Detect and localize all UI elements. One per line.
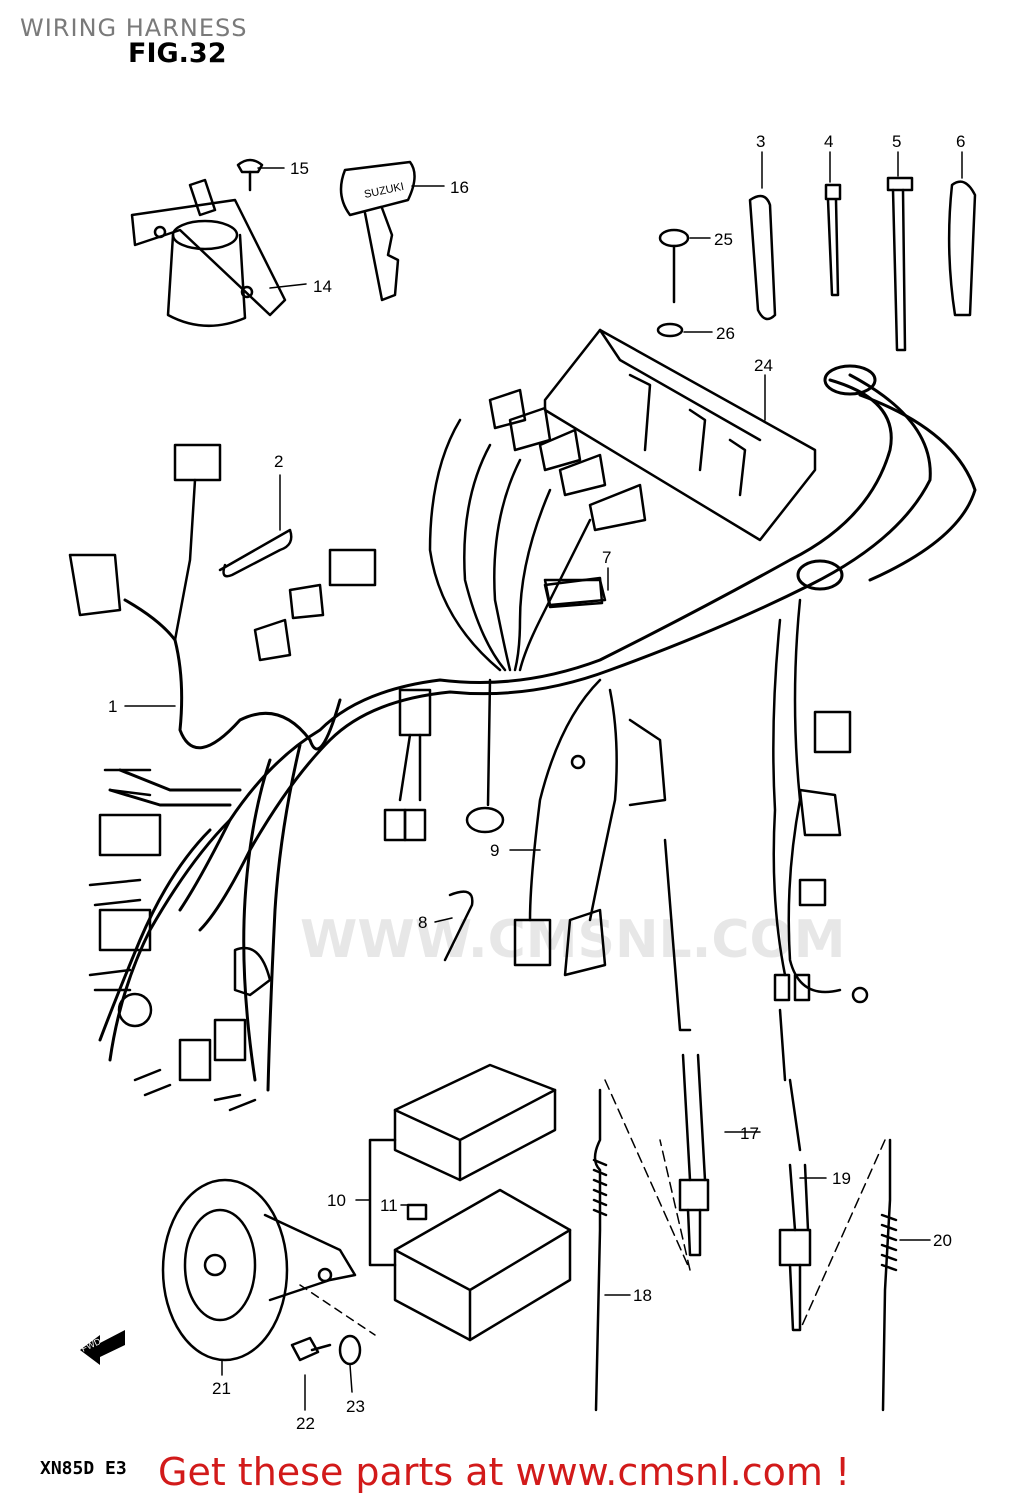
label-18: 18 <box>633 1286 652 1305</box>
clamp-4 <box>824 183 842 297</box>
label-20: 20 <box>933 1231 952 1250</box>
label-1: 1 <box>108 697 117 716</box>
clamp-3 <box>748 194 777 321</box>
spring-rod-20 <box>799 1138 898 1412</box>
key-16: SUZUKI <box>339 160 416 302</box>
label-11: 11 <box>380 1196 398 1215</box>
label-16: 16 <box>450 178 469 197</box>
label-6: 6 <box>956 132 965 151</box>
cable-17 <box>663 838 710 1257</box>
promo-link[interactable]: Get these parts at www.cmsnl.com ! <box>158 1450 851 1494</box>
washer-23 <box>338 1334 362 1366</box>
wire-9 <box>513 678 667 977</box>
label-15: 15 <box>290 159 309 178</box>
clamp-6 <box>947 180 977 317</box>
label-22: 22 <box>296 1414 315 1433</box>
bracket-24 <box>543 328 817 542</box>
bolt-22 <box>290 1336 332 1362</box>
label-21: 21 <box>212 1379 231 1398</box>
horn-21 <box>161 1178 376 1362</box>
clamp-5 <box>886 176 914 352</box>
washer-26 <box>656 322 684 338</box>
label-2: 2 <box>274 452 283 471</box>
spring-rod-18 <box>592 1079 691 1412</box>
model-code: XN85D E3 <box>40 1458 127 1479</box>
part-number-labels: 1 2 3 4 5 6 7 8 9 10 11 14 15 16 17 18 1… <box>80 132 966 1433</box>
leader-lines <box>124 151 963 1411</box>
label-4: 4 <box>824 132 833 151</box>
label-23: 23 <box>346 1397 365 1416</box>
diagram-caption: WIRING HARNESS <box>20 14 248 42</box>
connectors-right <box>772 598 869 1004</box>
label-7: 7 <box>602 548 611 567</box>
cable-19 <box>778 1008 812 1332</box>
label-8: 8 <box>418 913 427 932</box>
label-17: 17 <box>740 1124 759 1143</box>
screw-15 <box>236 158 264 192</box>
key-brand-text: SUZUKI <box>363 181 405 201</box>
label-3: 3 <box>756 132 765 151</box>
spring-clip-8 <box>443 890 474 962</box>
label-26: 26 <box>716 324 735 343</box>
ignition-switch <box>130 178 287 327</box>
corrugated-tube-1 <box>123 598 342 751</box>
label-9: 9 <box>490 841 499 860</box>
label-25: 25 <box>714 230 733 249</box>
fwd-arrow <box>80 1330 125 1365</box>
clamp-7 <box>543 576 604 609</box>
connectors-upper <box>428 388 647 672</box>
clip-2 <box>218 528 293 578</box>
label-19: 19 <box>832 1169 851 1188</box>
label-5: 5 <box>892 132 901 151</box>
connectors-left <box>68 443 272 1112</box>
figure-number: FIG.32 <box>128 38 227 69</box>
relay-box-10 <box>368 1063 572 1342</box>
screw-25 <box>658 228 690 304</box>
label-10: 10 <box>327 1191 346 1210</box>
label-24: 24 <box>754 356 773 375</box>
label-14: 14 <box>313 277 332 296</box>
